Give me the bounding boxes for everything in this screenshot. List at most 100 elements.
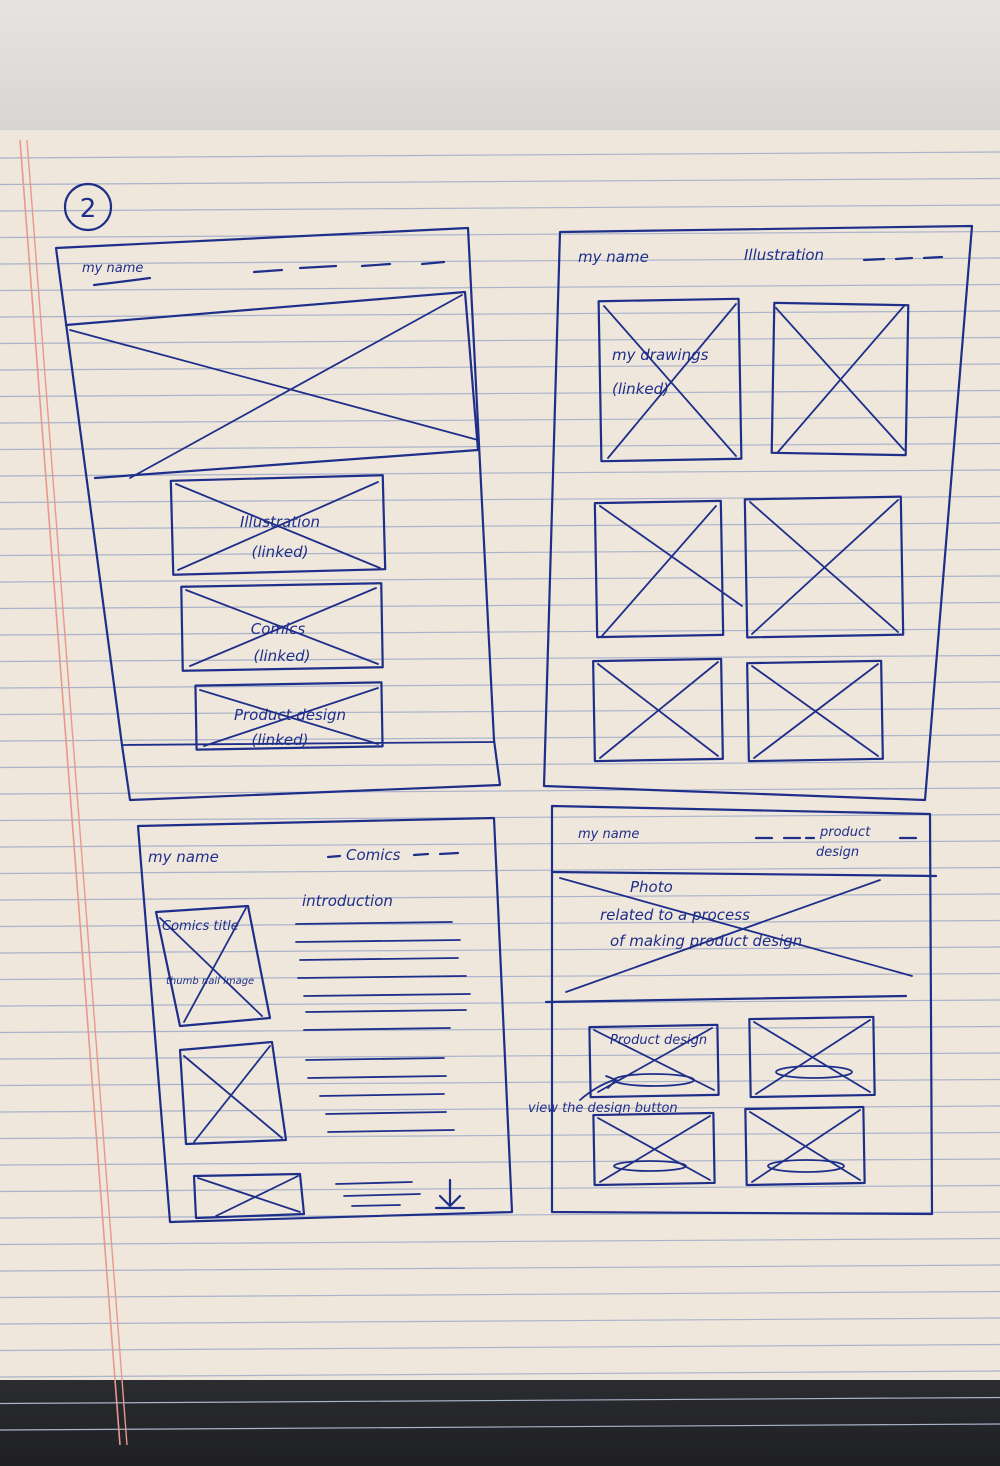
svg-text:Comics title: Comics title [162,919,239,934]
ruled-line [0,151,1000,159]
comics-nav: Comics [346,846,401,864]
ruled-line [0,1025,1000,1034]
ruled-line [0,654,1000,663]
ruled-line [0,893,1000,901]
ruled-line [0,177,1000,186]
product-wireframe: my name product design Photo related to … [528,804,938,1216]
product-hero-photo-placeholder: Photo related to a process of making pro… [544,870,938,1004]
product-card-4[interactable] [744,1105,866,1187]
ruled-line [0,1237,1000,1246]
illustration-tile-2[interactable] [770,301,910,457]
ruled-line [0,628,1000,636]
illustration-tile-4[interactable] [743,495,905,639]
comics-thumbnail[interactable]: Comics title thumb nail image [154,904,272,1028]
comics-name: my name [148,848,219,866]
ruled-line [0,601,1000,610]
comics-text-lines-3 [335,1181,421,1207]
svg-text:Illustration: Illustration [240,513,320,531]
ruled-line [0,257,1000,265]
illustration-nav-dashes [862,255,944,262]
ruled-line [0,1423,1000,1431]
svg-text:Product design: Product design [610,1033,707,1048]
svg-text:2: 2 [80,194,97,224]
home-name-underline [92,276,152,287]
home-nav-dashes [252,260,446,274]
background-bottom [0,1380,1000,1466]
ruled-line [0,363,1000,371]
ruled-line [0,866,1000,875]
svg-text:(linked): (linked) [612,380,669,398]
svg-text:design: design [816,845,859,860]
comics-wireframe: my name Comics Comics title thumb nail i… [136,816,514,1224]
ruled-line [0,1370,1000,1378]
ruled-line [0,283,1000,292]
home-link-product-design[interactable]: Product design (linked) [194,681,384,751]
ruled-line [0,442,1000,451]
page-number: 2 [63,182,113,232]
comics-image-3[interactable] [192,1172,306,1220]
ruled-line [0,760,1000,769]
svg-text:my drawings: my drawings [612,346,709,364]
illustration-tile-5[interactable] [592,657,724,763]
svg-text:view the design button: view the design button [528,1101,678,1116]
notebook-paper [0,130,1000,1445]
product-card-2[interactable] [748,1015,876,1099]
ruled-line [0,999,1000,1007]
ruled-line [0,813,1000,822]
ruled-line [0,1264,1000,1272]
illustration-tile-3[interactable] [593,499,743,639]
ruled-line [0,389,1000,398]
ruled-line [0,734,1000,742]
background-top [0,0,1000,150]
home-wireframe: my name Illustration (linked) Comics (li… [54,226,502,802]
illustration-nav: Illustration [744,246,824,264]
ruled-line [0,416,1000,424]
illustration-tile-1[interactable]: my drawings (linked) [597,297,743,463]
ruled-line [0,840,1000,848]
product-card-3[interactable] [592,1111,716,1187]
svg-text:Comics: Comics [251,620,306,638]
ruled-line [0,1078,1000,1087]
svg-text:(linked): (linked) [252,543,309,561]
home-hero-image-placeholder [64,290,480,480]
ruled-line [0,707,1000,716]
ruled-line [0,522,1000,530]
illustration-tile-6[interactable] [746,659,884,763]
home-name: my name [82,261,143,276]
comics-image-2[interactable] [178,1040,288,1146]
download-icon[interactable] [434,1178,466,1210]
illustration-name: my name [578,248,649,266]
ruled-line [0,548,1000,557]
svg-text:(linked): (linked) [254,647,311,665]
ruled-line [0,336,1000,345]
ruled-line [0,1158,1000,1166]
ruled-line [0,1396,1000,1405]
ruled-line [0,1131,1000,1140]
ruled-line [0,204,1000,212]
svg-text:of making product design: of making product design [610,932,802,950]
ruled-line [0,469,1000,477]
ruled-line [0,1317,1000,1325]
home-link-comics[interactable]: Comics (linked) [180,582,384,672]
ruled-line [0,681,1000,689]
comics-intro-heading: introduction [302,892,393,910]
svg-text:Photo: Photo [630,878,673,896]
ruled-line [0,1343,1000,1352]
comics-text-lines-2 [305,1057,455,1133]
comics-intro-text-lines [295,921,471,1031]
view-design-button-annotation: view the design button [528,1075,678,1116]
ruled-line [0,1052,1000,1060]
illustration-wireframe: my name Illustration my drawings (linked… [542,224,974,802]
product-nav: product [819,825,871,840]
ruled-line [0,787,1000,795]
ruled-line [0,1290,1000,1299]
svg-text:related to a process: related to a process [600,906,750,924]
svg-text:thumb nail image: thumb nail image [166,976,254,987]
svg-text:Product design: Product design [234,706,346,724]
home-link-illustration[interactable]: Illustration (linked) [169,474,387,576]
ruled-line [0,972,1000,981]
ruled-line [0,230,1000,239]
svg-text:(linked): (linked) [252,731,309,749]
ruled-line [0,575,1000,583]
